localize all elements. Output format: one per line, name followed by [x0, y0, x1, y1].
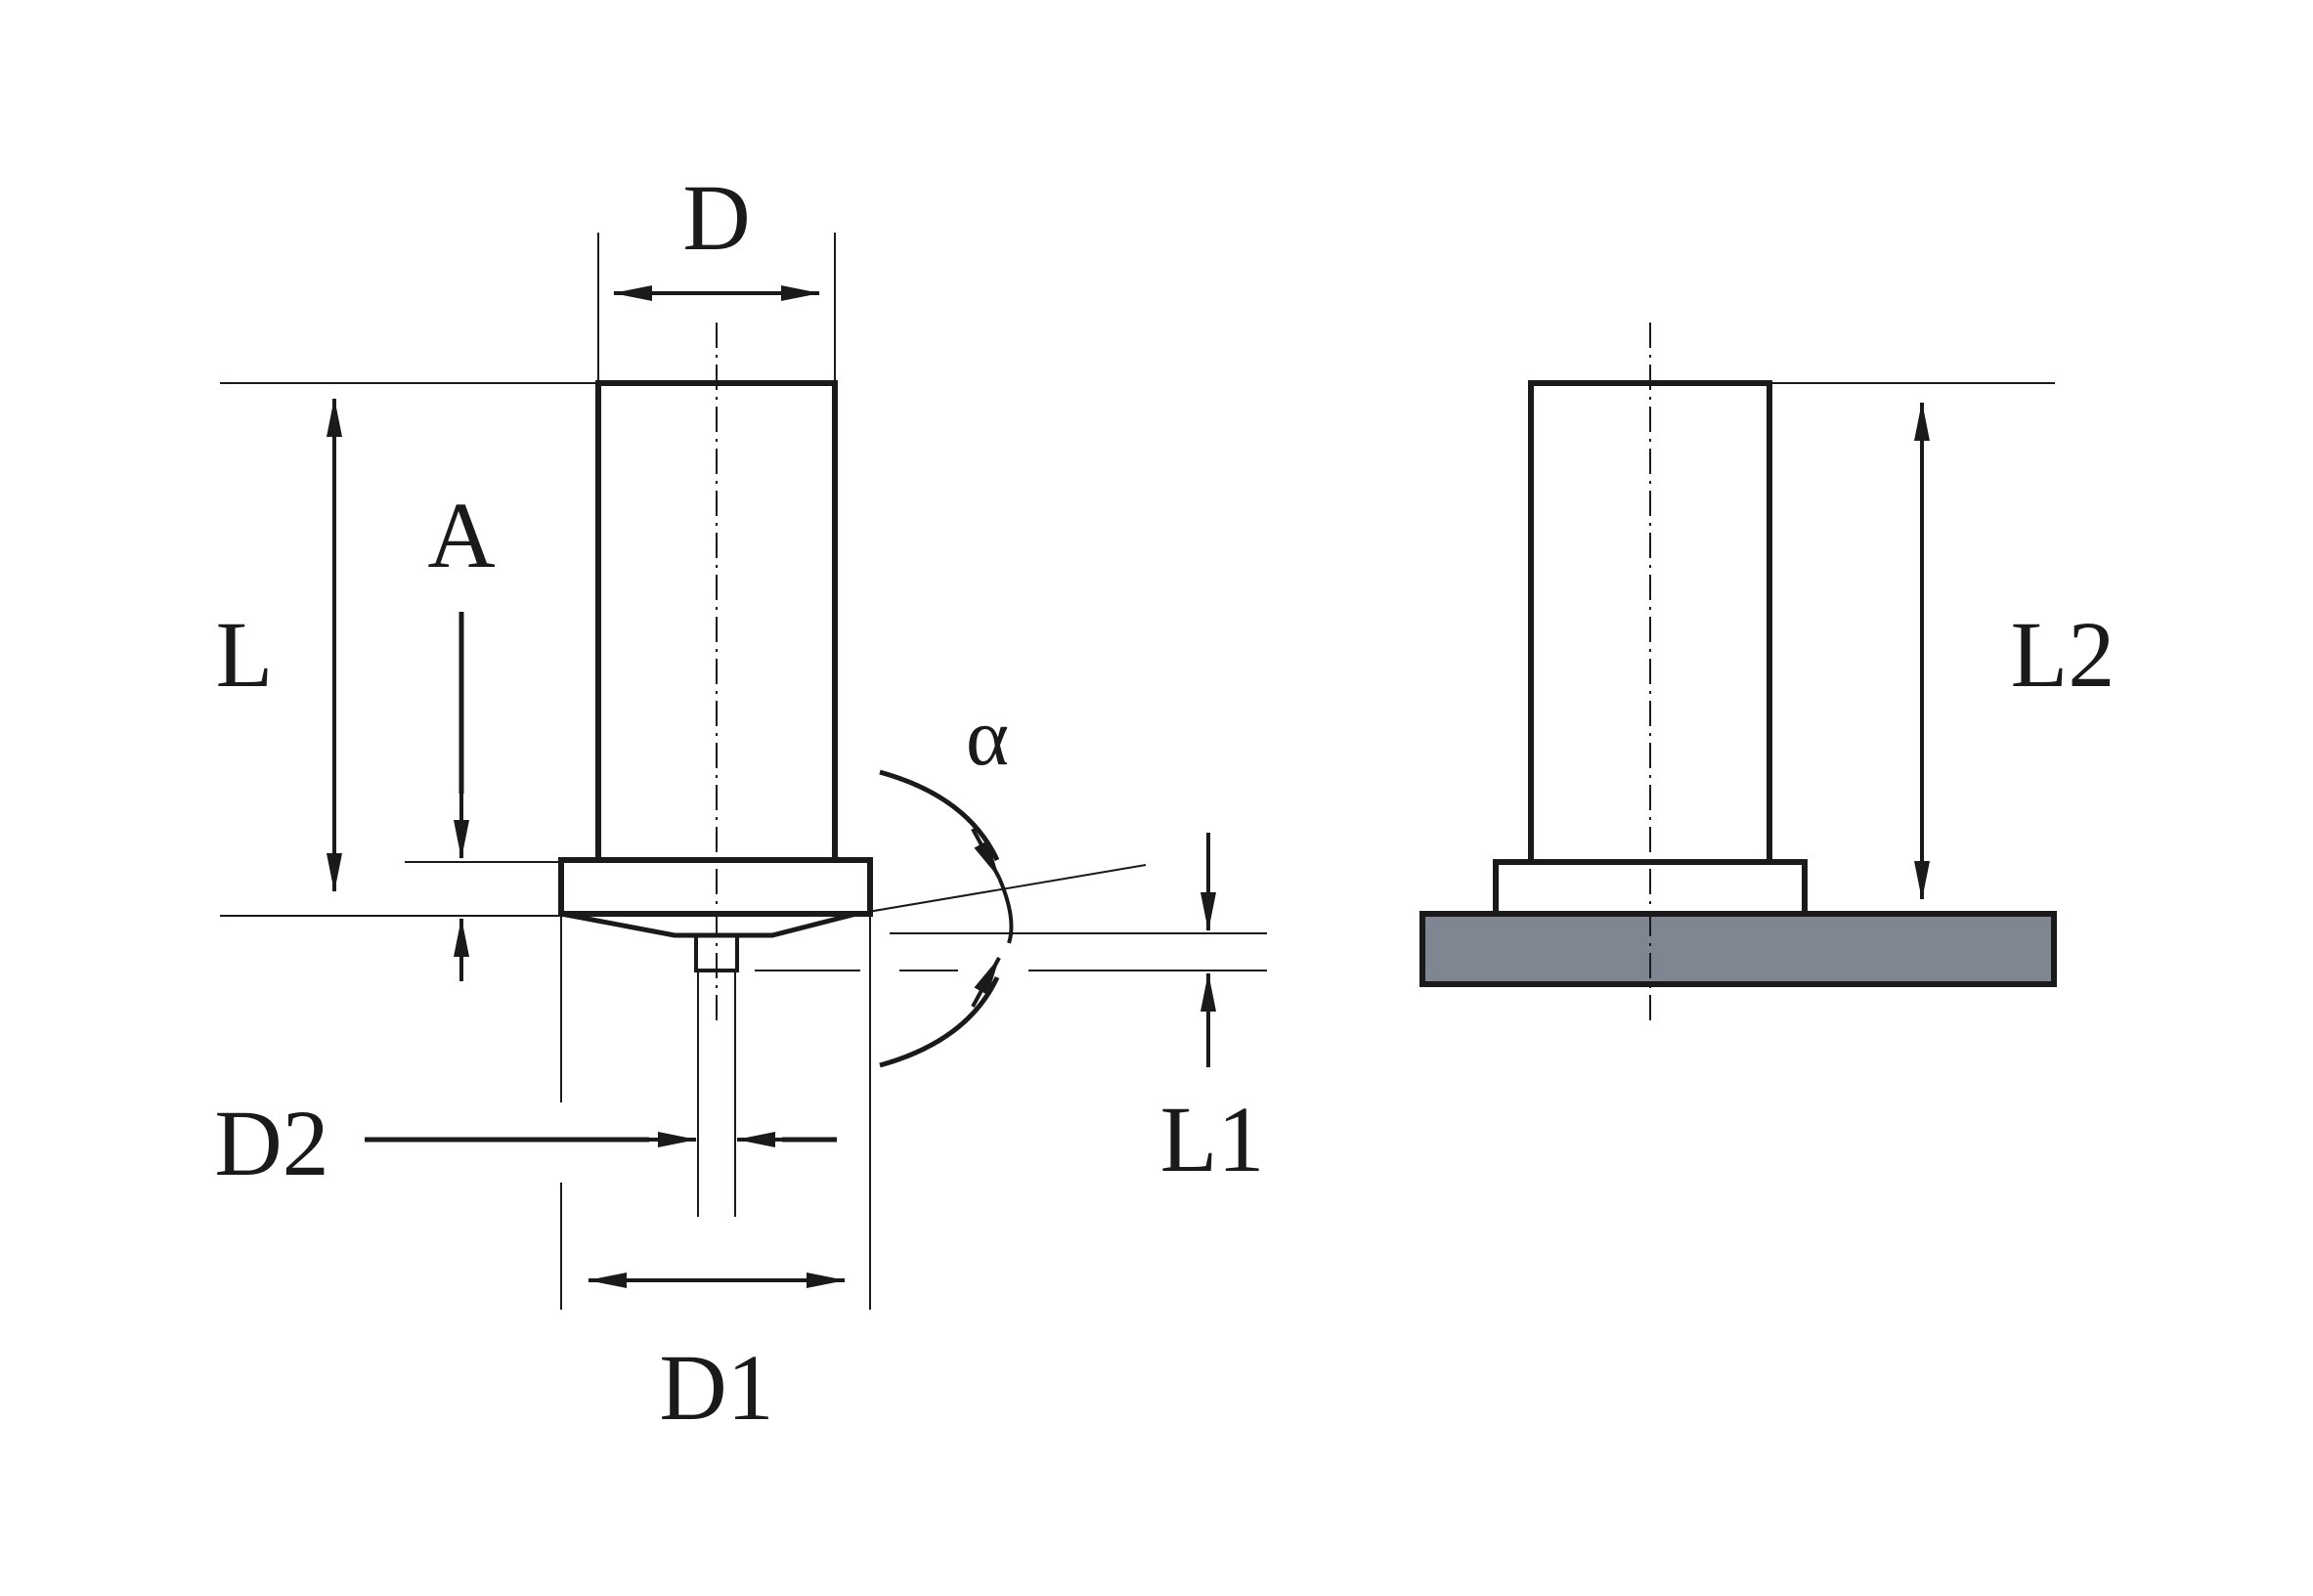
- label-alpha: α: [966, 692, 1009, 783]
- stud-left-view: [558, 323, 873, 1021]
- label-D2: D2: [214, 1091, 328, 1195]
- label-L2: L2: [2011, 602, 2116, 707]
- dimension-A: A: [405, 483, 561, 981]
- dimension-alpha: α: [855, 692, 1147, 1068]
- stud-right-view: [1419, 323, 2057, 1021]
- label-D1: D1: [659, 1335, 773, 1440]
- dimension-D2: D2: [214, 971, 837, 1217]
- dimension-L: L: [216, 382, 598, 917]
- stud-conical-tip: [560, 911, 857, 938]
- label-L: L: [216, 602, 274, 707]
- label-D: D: [682, 165, 750, 270]
- label-L1: L1: [1160, 1087, 1265, 1191]
- alpha-reference-line: [855, 864, 1147, 915]
- dimension-D1: D1: [560, 916, 871, 1440]
- base-plate: [1419, 911, 2057, 987]
- label-A: A: [427, 483, 495, 587]
- dimension-L1: L1: [755, 833, 1267, 1191]
- dimension-L2: L2: [1769, 382, 2116, 900]
- dimension-D: D: [597, 165, 836, 383]
